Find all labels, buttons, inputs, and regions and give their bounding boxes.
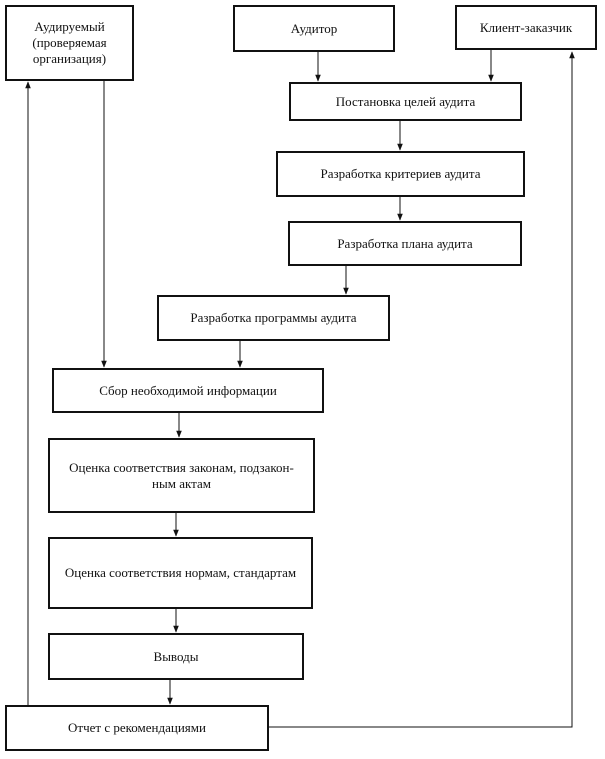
- node-auditee: Аудируемый (проверяемая организация): [5, 5, 134, 81]
- node-conclusions-label: Выводы: [153, 648, 199, 664]
- node-laws-label: Оценка соответствия законам, подзакон- н…: [69, 459, 294, 491]
- node-laws: Оценка соответствия законам, подзакон- н…: [48, 438, 315, 513]
- node-auditor: Аудитор: [233, 5, 395, 52]
- node-criteria: Разработка критериев аудита: [276, 151, 525, 197]
- node-report-label: Отчет с рекомендациями: [68, 720, 206, 735]
- edge-report-client: [268, 51, 575, 728]
- node-criteria-label: Разработка критериев аудита: [320, 166, 481, 181]
- node-goals: Постановка целей аудита: [289, 82, 522, 121]
- node-plan: Разработка плана аудита: [288, 221, 522, 266]
- node-conclusions: Выводы: [48, 633, 304, 680]
- node-collect: Сбор необходимой информации: [52, 368, 324, 413]
- node-collect-label: Сбор необходимой информации: [99, 382, 277, 398]
- node-goals-label: Постановка целей аудита: [335, 93, 476, 109]
- node-norms: Оценка соответствия нормам, стандартам: [48, 537, 313, 609]
- node-auditee-label: Аудируемый (проверяемая организация): [32, 19, 107, 66]
- node-auditor-label: Аудитор: [290, 20, 338, 36]
- node-program: Разработка программы аудита: [157, 295, 390, 341]
- node-program-label: Разработка программы аудита: [190, 310, 357, 325]
- node-norms-label: Оценка соответствия нормам, стандартам: [64, 565, 297, 580]
- node-client-label: Клиент-заказчик: [479, 19, 573, 35]
- node-client: Клиент-заказчик: [455, 5, 597, 50]
- node-plan-label: Разработка плана аудита: [337, 235, 473, 251]
- node-report: Отчет с рекомендациями: [5, 705, 269, 751]
